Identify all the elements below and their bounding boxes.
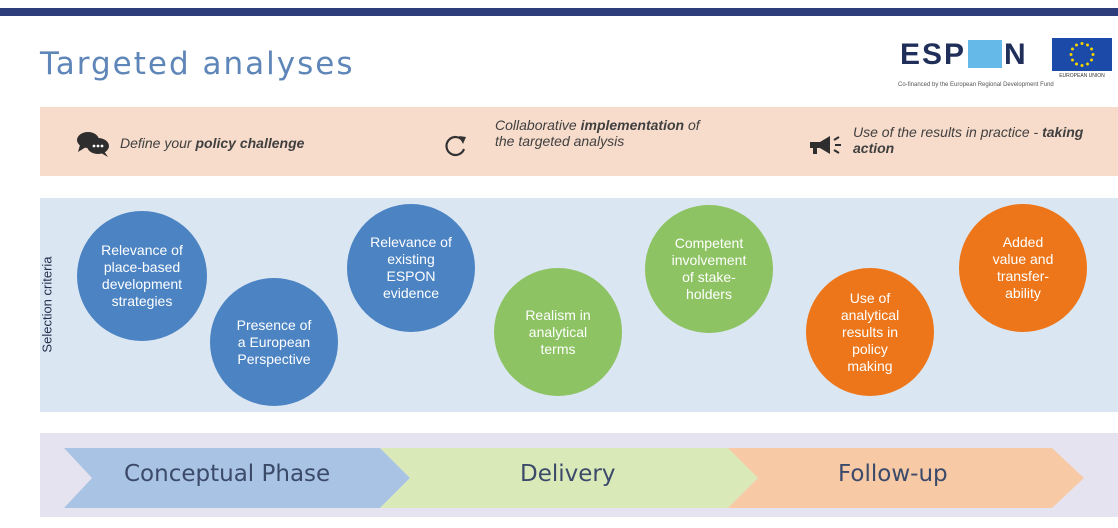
megaphone-icon <box>810 136 841 154</box>
step-taking-action: Use of the results in practice - taking … <box>853 124 1084 156</box>
process-steps-band <box>40 107 1118 176</box>
top-accent-bar <box>0 8 1118 16</box>
criterion-realism-analytical: Realism in analytical terms <box>494 268 622 396</box>
eu-caption: EUROPEAN UNION <box>1059 73 1105 79</box>
eu-flag-icon <box>1052 38 1112 71</box>
criterion-stakeholder-involvement: Competent involvement of stake- holders <box>645 205 773 333</box>
criterion-place-based-strategies: Relevance of place-based development str… <box>77 211 207 341</box>
step-define-challenge: Define your policy challenge <box>120 135 305 151</box>
criterion-results-policy-making: Use of analytical results in policy maki… <box>806 268 934 396</box>
page-title: Targeted analyses <box>40 46 355 82</box>
criterion-added-value-transferability: Added value and transfer- ability <box>959 204 1087 332</box>
phase-label-conceptual: Conceptual Phase <box>124 461 331 487</box>
phase-label-delivery: Delivery <box>520 461 616 487</box>
speech-bubbles-icon <box>77 132 109 157</box>
criterion-european-perspective: Presence of a European Perspective <box>210 278 338 406</box>
phase-arrow-follow-up <box>728 448 1084 508</box>
refresh-cycle-icon <box>445 135 466 157</box>
step-implementation: Collaborative implementation of the targ… <box>495 117 700 149</box>
criterion-espon-evidence: Relevance of existing ESPON evidence <box>347 204 475 332</box>
espon-o-mark <box>968 40 1003 69</box>
phase-label-follow-up: Follow-up <box>838 461 948 487</box>
phase-arrow-delivery <box>380 448 758 508</box>
cofinanced-caption: Co-financed by the European Regional Dev… <box>898 82 1054 88</box>
phase-arrow-conceptual <box>64 448 410 508</box>
